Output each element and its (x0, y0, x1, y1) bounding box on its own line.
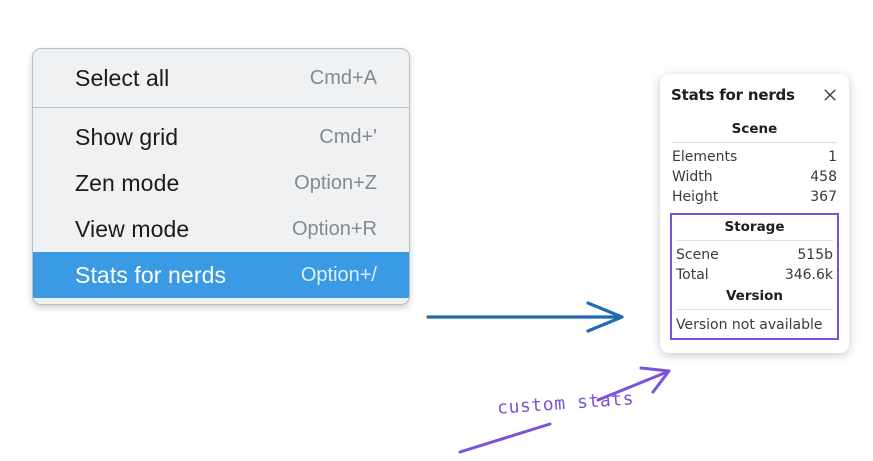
menu-item-view-mode[interactable]: View mode Option+R (33, 206, 409, 252)
stat-label: Width (672, 169, 713, 185)
section-heading-version: Version (725, 288, 784, 304)
stat-label: Height (672, 189, 719, 205)
menu-item-shortcut: Cmd+' (319, 125, 377, 148)
menu-item-stats-for-nerds[interactable]: Stats for nerds Option+/ (33, 252, 409, 298)
custom-stats-highlight-box: Storage Scene 515b Total 346.6k Version … (670, 213, 839, 340)
purple-line-annotation (458, 422, 552, 454)
section-heading-storage: Storage (724, 219, 785, 235)
stat-value: 515b (797, 247, 833, 263)
menu-item-zen-mode[interactable]: Zen mode Option+Z (33, 160, 409, 206)
menu-item-show-grid[interactable]: Show grid Cmd+' (33, 114, 409, 160)
menu-item-label: Stats for nerds (75, 261, 227, 288)
version-text: Version not available (676, 317, 823, 333)
menu-item-shortcut: Cmd+A (309, 66, 377, 89)
close-icon[interactable] (822, 87, 838, 103)
stat-label: Total (676, 267, 709, 283)
menu-item-label: Zen mode (75, 169, 180, 196)
stat-value: 458 (810, 169, 837, 185)
panel-title: Stats for nerds (671, 86, 795, 104)
table-row: Elements 1 (671, 147, 838, 167)
stat-value: 346.6k (784, 267, 833, 283)
table-row: Height 367 (671, 187, 838, 207)
menu-group-2: Show grid Cmd+' Zen mode Option+Z View m… (33, 108, 409, 304)
table-row: Width 458 (671, 167, 838, 187)
menu-separator (33, 107, 409, 108)
stat-value: 1 (828, 149, 837, 165)
menu-item-select-all[interactable]: Select all Cmd+A (33, 55, 409, 101)
table-row: Total 346.6k (675, 265, 834, 285)
menu-item-label: Show grid (75, 123, 179, 150)
menu-item-shortcut: Option+/ (300, 263, 377, 286)
blue-arrow-icon (426, 301, 624, 333)
section-rule (672, 142, 837, 143)
section-rule (676, 309, 833, 310)
section-heading-scene: Scene (731, 121, 778, 137)
stats-panel-header: Stats for nerds (671, 86, 838, 104)
menu-group-1: Select all Cmd+A (33, 49, 409, 107)
table-row: Scene 515b (675, 245, 834, 265)
menu-item-shortcut: Option+R (291, 217, 377, 240)
handwritten-annotation: custom stats (496, 388, 635, 419)
stat-value: 367 (810, 189, 837, 205)
stat-label: Scene (676, 247, 719, 263)
stat-label: Elements (672, 149, 738, 165)
stats-panel: Stats for nerds Scene Elements 1 Width 4… (660, 74, 849, 353)
section-rule (676, 240, 833, 241)
context-menu[interactable]: Select all Cmd+A Show grid Cmd+' Zen mod… (32, 48, 410, 305)
menu-item-shortcut: Option+Z (294, 171, 377, 194)
menu-item-label: Select all (75, 64, 170, 91)
menu-item-label: View mode (75, 215, 190, 242)
